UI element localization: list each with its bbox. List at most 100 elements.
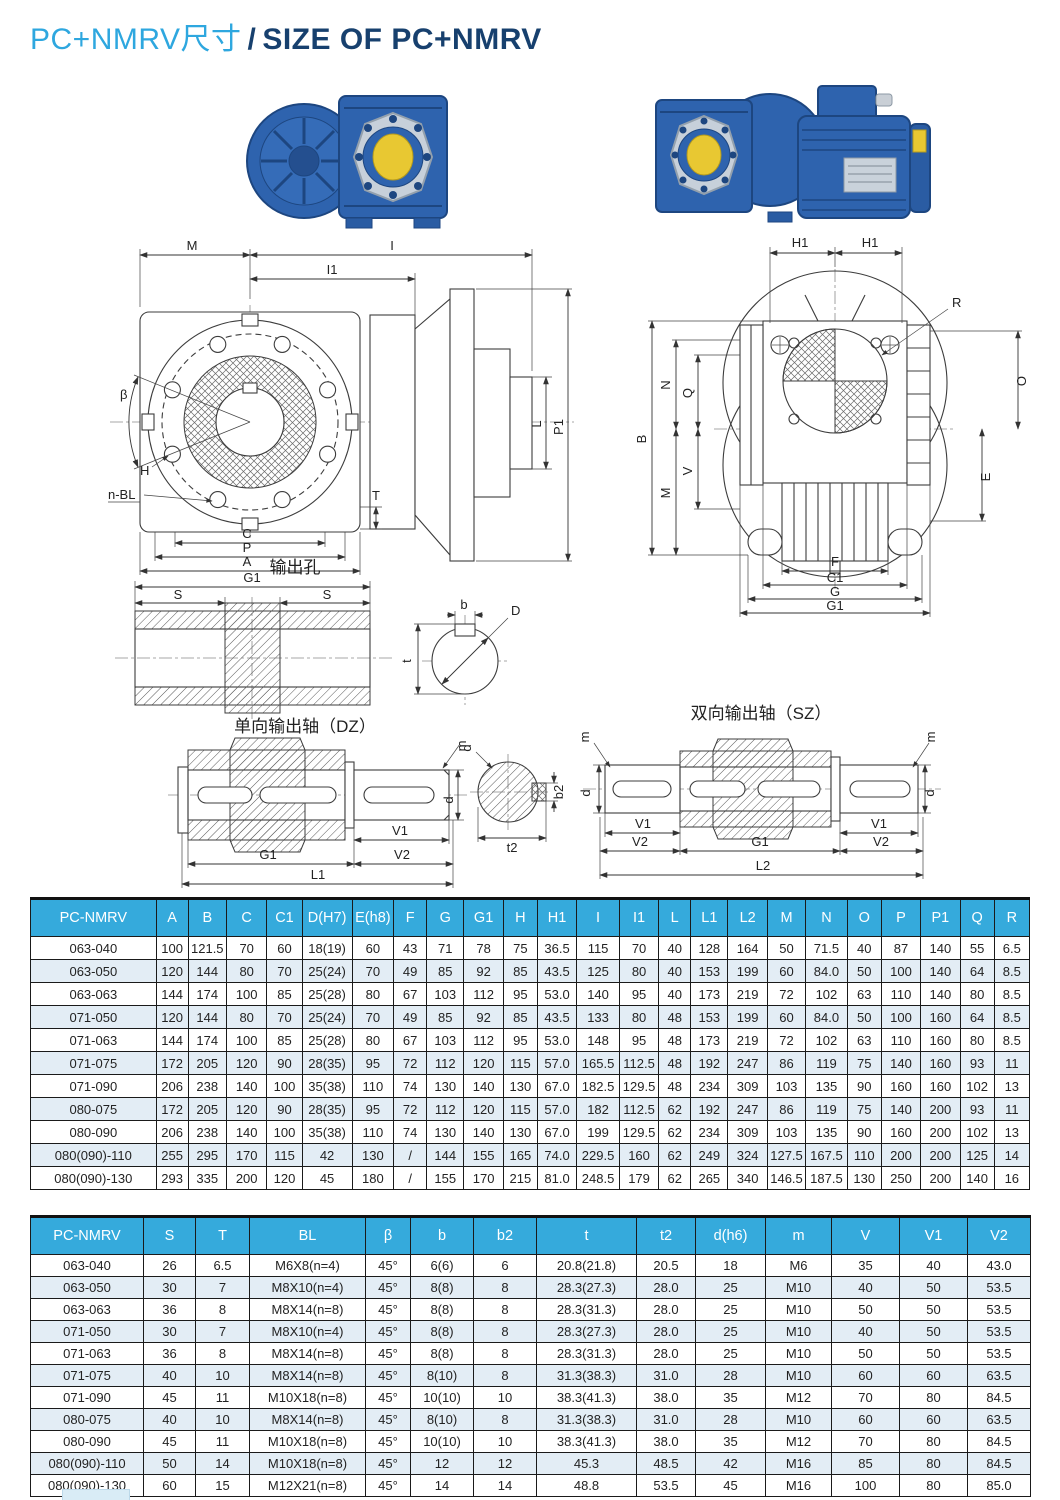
table-cell: 11	[195, 1430, 250, 1453]
table-cell: 48	[658, 1005, 692, 1029]
table-cell: 130	[846, 1166, 882, 1190]
dim-label-t2: t2	[507, 840, 518, 855]
table-cell: 115	[576, 936, 620, 960]
column-header: PC-NMRV	[30, 1216, 144, 1255]
table-cell: 120	[266, 1166, 303, 1190]
table-cell: 8(8)	[410, 1298, 474, 1321]
table-cell: 8	[473, 1320, 537, 1343]
table-cell: 153	[690, 1005, 729, 1029]
table-cell: 219	[727, 1028, 768, 1052]
table-cell: M16	[765, 1452, 832, 1475]
table-cell: 80	[959, 982, 995, 1006]
dim-label-nBL: n-BL	[108, 487, 135, 502]
table-cell: 130	[502, 1120, 538, 1144]
table-cell: 67	[393, 1028, 428, 1052]
column-header: t	[536, 1216, 637, 1255]
table-cell: 80	[899, 1474, 968, 1497]
table-cell: 93	[959, 1097, 995, 1121]
table-cell: 40	[658, 959, 692, 983]
table-cell: 92	[463, 959, 504, 983]
table-cell: 103	[766, 1074, 807, 1098]
table-cell: 12	[410, 1452, 474, 1475]
table-cell: 182.5	[576, 1074, 620, 1098]
table-cell: 43.5	[536, 1005, 578, 1029]
table-cell: 135	[805, 1074, 848, 1098]
table-cell: 38.0	[636, 1430, 696, 1453]
column-header: V2	[967, 1216, 1031, 1255]
table-cell: 95	[618, 1028, 660, 1052]
table-cell: 25	[695, 1320, 766, 1343]
dim-label-V2-left: V2	[632, 834, 648, 849]
table-cell: 25(24)	[301, 1005, 353, 1029]
table-cell: 40	[831, 1276, 900, 1299]
table-cell: 160	[920, 1005, 961, 1029]
table-cell: M8X14(n=8)	[249, 1364, 366, 1387]
table-cell: 67	[393, 982, 428, 1006]
table-cell: 63	[846, 982, 882, 1006]
table-cell: 080(090)-110	[30, 1143, 157, 1167]
table-cell: M8X14(n=8)	[249, 1298, 366, 1321]
column-header: C1	[266, 898, 303, 937]
table-cell: 35(38)	[301, 1074, 353, 1098]
drawing-rear-view: H1 H1 B N M Q V O E R F C1 G	[634, 235, 1029, 617]
column-header: F	[393, 898, 428, 937]
dim-label-R: R	[952, 295, 961, 310]
table-cell: 36	[143, 1298, 196, 1321]
table-cell: 64	[959, 1005, 995, 1029]
table-cell: M10X18(n=8)	[249, 1452, 366, 1475]
table-cell: 11	[993, 1097, 1031, 1121]
table-cell: 205	[187, 1051, 227, 1075]
table-cell: 080-090	[30, 1120, 157, 1144]
table-cell: 174	[187, 982, 227, 1006]
table-cell: 28	[695, 1408, 766, 1431]
table-cell: 28	[695, 1364, 766, 1387]
dim-label-P1: P1	[551, 419, 566, 435]
table-cell: 238	[187, 1074, 227, 1098]
dim-label-I: I	[390, 238, 394, 253]
table-cell: 293	[155, 1166, 189, 1190]
table-cell: 30	[143, 1276, 196, 1299]
table-cell: 60	[351, 936, 395, 960]
table-cell: 103	[426, 982, 465, 1006]
dim-label-t: t	[399, 659, 414, 663]
table-cell: 50	[899, 1320, 968, 1343]
table-cell: 26	[143, 1254, 196, 1277]
dim-label-G: G	[830, 584, 840, 599]
table-cell: 25(24)	[301, 959, 353, 983]
table-cell: 45°	[365, 1342, 411, 1365]
table-cell: 62	[658, 1143, 692, 1167]
table-cell: 85.0	[967, 1474, 1031, 1497]
table-cell: 229.5	[576, 1143, 620, 1167]
table-cell: 13	[993, 1074, 1031, 1098]
table-cell: 63.5	[967, 1408, 1031, 1431]
table-cell: 20.5	[636, 1254, 696, 1277]
table-cell: 45°	[365, 1452, 411, 1475]
dim-label-m-right: m	[923, 732, 938, 743]
table-cell: 18	[695, 1254, 766, 1277]
table-cell: 50	[831, 1342, 900, 1365]
table-cell: 155	[463, 1143, 504, 1167]
table-cell: 74	[393, 1120, 428, 1144]
table-cell: 20.8(21.8)	[536, 1254, 637, 1277]
table-cell: 80	[899, 1452, 968, 1475]
dim-label-H: H	[140, 463, 149, 478]
column-header: R	[993, 898, 1031, 937]
table-cell: 45	[143, 1430, 196, 1453]
drawing-sz-shaft: 双向输出轴（SZ） m d m d V1 V2 G1	[577, 704, 941, 879]
table-cell: 90	[846, 1120, 882, 1144]
dim-label-M: M	[187, 238, 198, 253]
column-header: A	[155, 898, 189, 937]
dim-label-S-right: S	[323, 587, 332, 602]
table-cell: 40	[899, 1254, 968, 1277]
table-cell: 49	[393, 959, 428, 983]
table-cell: 67.0	[536, 1074, 578, 1098]
table-cell: 148	[576, 1028, 620, 1052]
table-cell: 70	[225, 936, 268, 960]
table-cell: 72	[393, 1097, 428, 1121]
product-photo-gearbox	[246, 95, 448, 229]
dim-label-beta: β	[120, 387, 127, 402]
